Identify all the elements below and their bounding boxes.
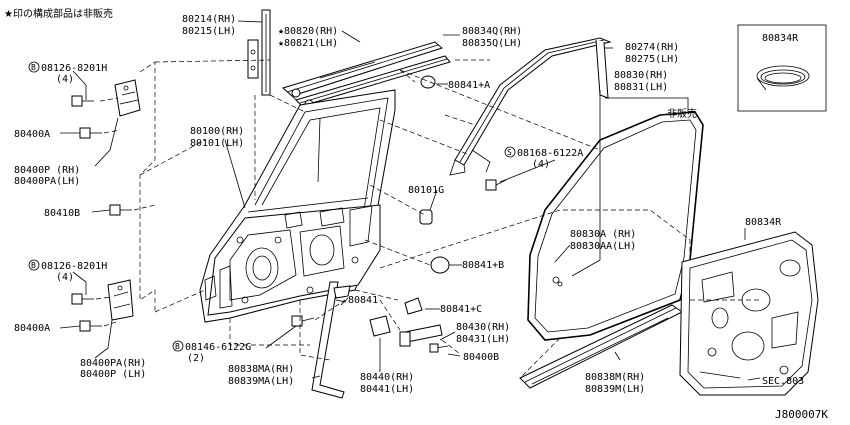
bolt-80400a-lower <box>79 320 102 332</box>
label-08126-lower: 08126-8201H <box>41 261 107 272</box>
plug-80841b <box>430 256 450 274</box>
leader-lines <box>59 20 761 381</box>
screw-symbol-s-text: S <box>507 148 512 157</box>
plug-80841a <box>420 75 436 89</box>
sash-bar-80214 <box>247 9 271 96</box>
bolt-80400a-upper <box>79 127 102 139</box>
label-80834r-main: 80834R <box>745 217 782 228</box>
lower-hinge-80400pa <box>107 279 134 321</box>
label-80440: 80440(RH) <box>360 372 414 383</box>
label-80834q: 80834Q(RH) <box>462 26 522 37</box>
assembly-lines <box>95 59 760 379</box>
bolt-08126-upper <box>71 95 94 107</box>
label-80431: 80431(LH) <box>456 334 510 345</box>
label-80841a: 80841+A <box>448 80 490 91</box>
weatherstrip-80830 <box>527 111 704 341</box>
label-80839m: 80839M(LH) <box>585 384 645 395</box>
label-08146-qty: (2) <box>187 353 205 364</box>
bolt-symbol-b-lower-text: B <box>31 261 36 270</box>
bolt-08146 <box>291 315 315 327</box>
door-module-panel-80834r <box>679 231 819 396</box>
label-80101g: 80101G <box>408 185 444 196</box>
non-sale-bracket <box>605 97 689 112</box>
label-80400a-upper: 80400A <box>14 129 50 140</box>
label-80214: 80214(RH) <box>182 14 236 25</box>
label-80831: 80831(LH) <box>614 82 668 93</box>
bracket-80440 <box>369 315 391 337</box>
label-80400pa-lower: 80400PA(RH) <box>80 358 146 369</box>
label-80839ma: 80839MA(LH) <box>228 376 294 387</box>
bolt-symbol-b-upper <box>28 61 40 73</box>
label-sec803: SEC.803 <box>762 376 804 387</box>
plug-80841c <box>404 297 423 315</box>
label-80430: 80430(RH) <box>456 322 510 333</box>
label-80830a: 80830A (RH) <box>570 229 636 240</box>
bolt-symbol-b-upper-text: B <box>31 63 36 72</box>
label-80841b: 80841+B <box>462 260 504 271</box>
label-80400p-upper: 80400P (RH) <box>14 165 80 176</box>
label-08168: 08168-6122A <box>517 148 583 159</box>
label-08126-upper: 08126-8201H <box>41 63 107 74</box>
label-80215: 80215(LH) <box>182 26 236 37</box>
diagram-code: J800007K <box>775 408 828 421</box>
label-80400b: 80400B <box>463 352 499 363</box>
label-80830aa: 80830AA(LH) <box>570 241 636 252</box>
label-08168-qty: (4) <box>532 159 550 170</box>
bolt-symbol-b-08146 <box>172 340 184 352</box>
non-sale-note: ★印の構成部品は非販売 <box>4 7 113 20</box>
label-80441: 80441(LH) <box>360 384 414 395</box>
label-80400a-lower: 80400A <box>14 323 50 334</box>
label-80274: 80274(RH) <box>625 42 679 53</box>
label-80841: 80841 <box>348 295 378 306</box>
label-80100: 80100(RH) <box>190 126 244 137</box>
bolt-08168 <box>485 179 507 191</box>
screw-symbol-s <box>504 146 516 158</box>
bolt-80410b <box>109 204 132 216</box>
label-80101: 80101(LH) <box>190 138 244 149</box>
label-80821: ★80821(LH) <box>278 38 338 49</box>
label-80400p-lower: 80400P (LH) <box>80 369 146 380</box>
label-80834r-inset: 80834R <box>762 33 799 44</box>
label-80835q: 80835Q(LH) <box>462 38 522 49</box>
upper-hinge-80400p <box>114 79 141 117</box>
label-80830: 80830(RH) <box>614 70 668 81</box>
label-08126-lower-qty: (4) <box>56 272 74 283</box>
grommet-80101g <box>419 209 433 225</box>
inset-box-80834r: 80834R <box>737 24 827 112</box>
label-non-sale: 非販売 <box>667 107 697 120</box>
door-check-80430 <box>399 324 449 353</box>
label-08146: 08146-6122G <box>185 342 251 353</box>
label-80275: 80275(LH) <box>625 54 679 65</box>
label-80838ma: 80838MA(RH) <box>228 364 294 375</box>
label-80410b: 80410B <box>44 208 80 219</box>
bolt-08126-lower <box>71 293 94 305</box>
label-80838m: 80838M(RH) <box>585 372 645 383</box>
sash-extension-80838ma <box>311 281 351 399</box>
label-80400pa-upper: 80400PA(LH) <box>14 176 80 187</box>
label-80841c: 80841+C <box>440 304 482 315</box>
bolt-symbol-b-08146-text: B <box>175 342 180 351</box>
door-shell-80100 <box>199 89 396 323</box>
label-80820: ★80820(RH) <box>278 26 338 37</box>
bolt-symbol-b-lower <box>28 259 40 271</box>
window-run-80274 <box>449 37 612 176</box>
label-08126-upper-qty: (4) <box>56 74 74 85</box>
